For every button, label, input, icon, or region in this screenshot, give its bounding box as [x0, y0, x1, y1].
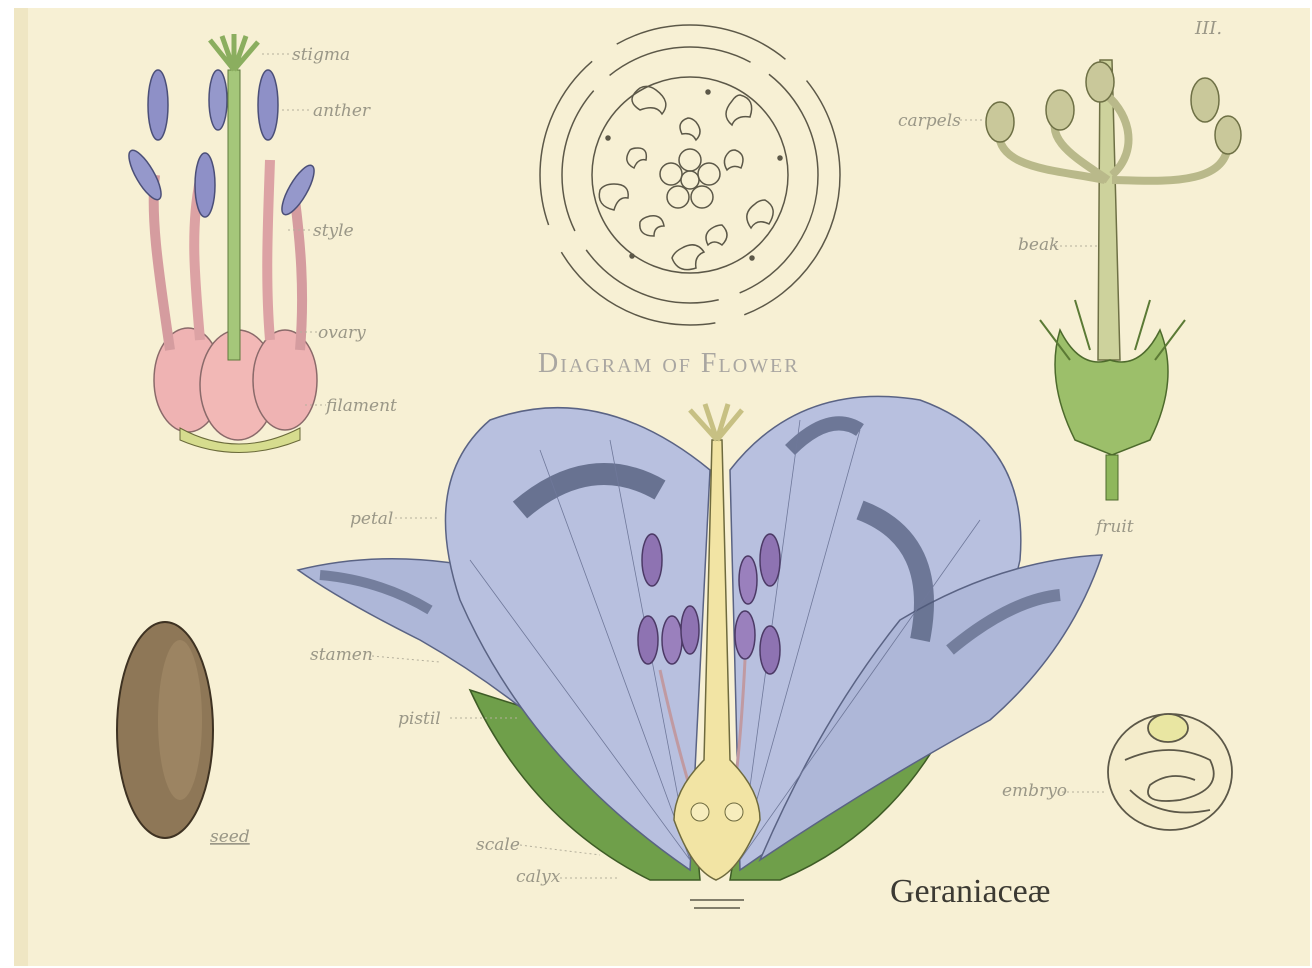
- label-filament: filament: [324, 396, 397, 416]
- gland-dot: [630, 254, 634, 258]
- paper-edge-shadow: [14, 8, 28, 966]
- label-stamen: stamen: [310, 645, 373, 665]
- plate-number: III.: [1194, 18, 1222, 39]
- label-fruit: fruit: [1094, 517, 1134, 537]
- stamen-anther: [735, 611, 755, 659]
- label-petal: petal: [350, 509, 393, 529]
- stamen-anther: [638, 616, 658, 664]
- stamen-anther: [760, 534, 780, 586]
- stamen-anther: [739, 556, 757, 604]
- anther: [148, 70, 168, 140]
- style: [228, 70, 240, 360]
- label-style: style: [313, 221, 354, 241]
- fruit-stalk: [1106, 455, 1118, 500]
- gland-dot: [706, 90, 710, 94]
- stamen-anther: [642, 534, 662, 586]
- stamen-anther: [760, 626, 780, 674]
- label-anther: anther: [313, 101, 371, 121]
- carpel: [986, 102, 1014, 142]
- ovule: [691, 803, 709, 821]
- embryo-figure: [1108, 714, 1232, 830]
- label-carpels: carpels: [898, 111, 961, 131]
- stamen-anther: [681, 606, 699, 654]
- label-calyx: calyx: [516, 867, 561, 887]
- family-name: Geraniaceæ: [890, 873, 1050, 910]
- label-embryo: embryo: [1002, 781, 1067, 801]
- anther: [195, 153, 215, 217]
- label-seed: seed: [210, 827, 250, 847]
- seed-figure: [117, 622, 213, 838]
- ovule: [725, 803, 743, 821]
- carpel: [1046, 90, 1074, 130]
- seed-highlight: [158, 640, 202, 800]
- embryo-radicle: [1148, 714, 1188, 742]
- gland-dot: [778, 156, 782, 160]
- anther: [258, 70, 278, 140]
- gland-dot: [750, 256, 754, 260]
- carpel: [1191, 78, 1219, 122]
- anther: [209, 70, 227, 130]
- ovary-lobe: [253, 330, 317, 430]
- label-ovary: ovary: [318, 323, 366, 343]
- carpel: [1215, 116, 1241, 154]
- diagram-title: Diagram of Flower: [538, 348, 800, 379]
- label-stigma: stigma: [292, 45, 350, 65]
- label-scale: scale: [476, 835, 520, 855]
- label-beak: beak: [1018, 235, 1059, 255]
- stamen-anther: [662, 616, 682, 664]
- carpel: [1086, 62, 1114, 102]
- gland-dot: [606, 136, 610, 140]
- filament: [267, 160, 270, 340]
- label-pistil: pistil: [398, 709, 441, 729]
